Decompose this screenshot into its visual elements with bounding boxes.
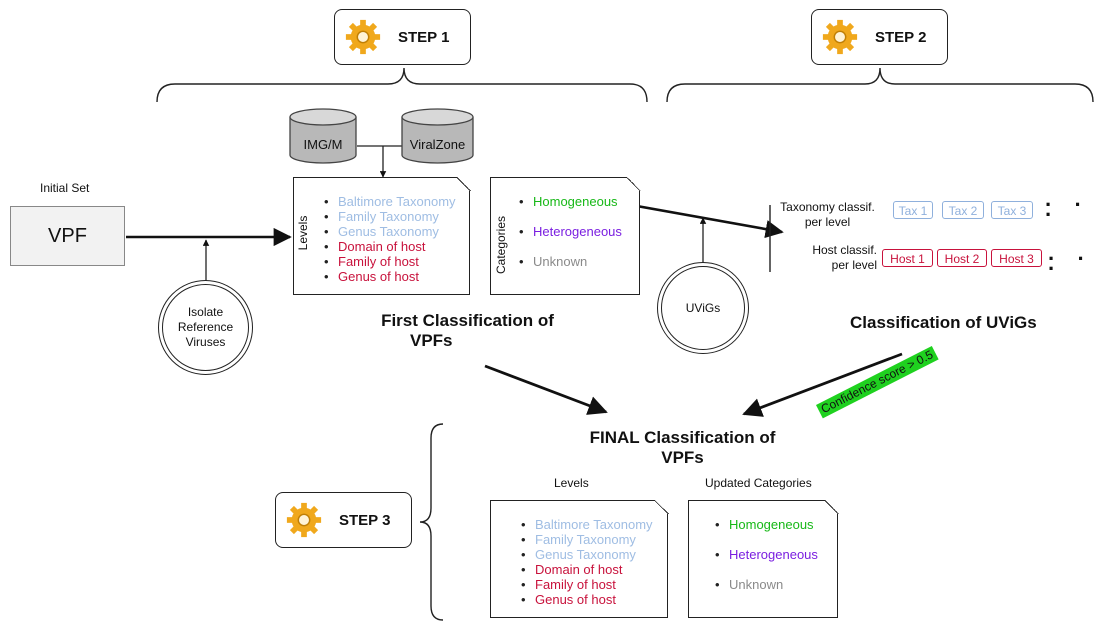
categories-document: Categories Homogeneous Heterogeneous Unk…: [490, 176, 641, 295]
step2-label: STEP 2: [875, 29, 927, 46]
taxonomy-classif-line: Taxonomy classif.: [780, 200, 875, 214]
host-tag: Host 3: [991, 249, 1042, 267]
level-item: Baltimore Taxonomy: [521, 517, 667, 532]
taxonomy-classif-label: Taxonomy classif. per level: [775, 200, 880, 230]
step3-box: STEP 3: [275, 492, 412, 548]
level-item: Genus Taxonomy: [324, 224, 469, 239]
category-item: Unknown: [715, 577, 837, 592]
level-item: Domain of host: [324, 239, 469, 254]
final-categories-document: Homogeneous Heterogeneous Unknown: [688, 499, 839, 618]
category-item: Homogeneous: [715, 517, 837, 532]
tax-tag: Tax 3: [991, 201, 1033, 219]
level-item: Family Taxonomy: [324, 209, 469, 224]
category-item: Heterogeneous: [519, 224, 639, 239]
first-to-final-arrow: [484, 364, 608, 415]
viralzone-database: ViralZone: [400, 107, 475, 165]
database-label: ViralZone: [409, 137, 466, 152]
host-tag: Host 1: [882, 249, 933, 267]
step3-label: STEP 3: [339, 512, 391, 529]
tax-ellipsis: · · ·: [1045, 192, 1090, 227]
first-classification-title: First Classification of VPFs: [345, 311, 590, 351]
vpf-label: VPF: [48, 224, 87, 247]
homogeneous-arrow: [619, 201, 784, 239]
host-ellipsis: · · ·: [1048, 246, 1093, 281]
host-classif-line: per level: [831, 258, 877, 272]
initial-set-caption: Initial Set: [40, 181, 90, 195]
level-item: Family Taxonomy: [521, 532, 667, 547]
database-icon: [401, 108, 474, 164]
final-classification-title: FINAL Classification of VPFs: [560, 428, 805, 468]
final-categories-list: Homogeneous Heterogeneous Unknown: [689, 501, 837, 592]
categories-list: Homogeneous Heterogeneous Unknown: [491, 178, 639, 269]
step1-label: STEP 1: [398, 29, 450, 46]
db-connector: [357, 145, 408, 177]
host-tag: Host 2: [937, 249, 987, 267]
levels-document: Levels Baltimore Taxonomy Family Taxonom…: [293, 176, 471, 295]
taxonomy-classif-line: per level: [804, 215, 851, 229]
isolate-reference-viruses-node: Isolate Reference Viruses: [158, 280, 253, 375]
levels-list: Baltimore Taxonomy Family Taxonomy Genus…: [294, 178, 469, 284]
level-item: Genus Taxonomy: [521, 547, 667, 562]
uvig-to-final-arrow: [742, 352, 903, 417]
step3-brace: [419, 423, 444, 621]
gear-icon: [822, 19, 858, 55]
category-item: Homogeneous: [519, 194, 639, 209]
final-categories-header: Updated Categories: [705, 476, 812, 490]
level-item: Genus of host: [521, 592, 667, 607]
step1-brace: [156, 67, 648, 103]
level-item: Genus of host: [324, 269, 469, 284]
vpf-box: VPF: [10, 206, 125, 266]
step2-brace: [666, 67, 1094, 103]
level-item: Domain of host: [521, 562, 667, 577]
uvigs-label: UViGs: [685, 300, 721, 315]
database-label: IMG/M: [303, 137, 343, 152]
categories-axis-label: Categories: [494, 215, 508, 275]
tax-tag: Tax 2: [942, 201, 984, 219]
level-item: Family of host: [521, 577, 667, 592]
category-item: Heterogeneous: [715, 547, 837, 562]
host-classif-label: Host classif. per level: [785, 243, 877, 273]
level-item: Baltimore Taxonomy: [324, 194, 469, 209]
uvigs-node: UViGs: [657, 262, 749, 354]
final-levels-header: Levels: [554, 476, 589, 490]
final-levels-document: Baltimore Taxonomy Family Taxonomy Genus…: [490, 499, 669, 618]
img-m-database: IMG/M: [288, 107, 358, 165]
database-icon: [289, 108, 357, 164]
level-item: Family of host: [324, 254, 469, 269]
gear-icon: [345, 19, 381, 55]
gear-icon: [286, 502, 322, 538]
step1-box: STEP 1: [334, 9, 471, 65]
isolate-line: Isolate: [187, 305, 224, 319]
category-item: Unknown: [519, 254, 639, 269]
title-line: First Classification of: [381, 311, 554, 330]
isolate-line: Reference: [177, 320, 234, 334]
tax-tag: Tax 1: [893, 201, 933, 219]
final-levels-list: Baltimore Taxonomy Family Taxonomy Genus…: [491, 501, 667, 607]
step2-box: STEP 2: [811, 9, 948, 65]
uvigs-classification-title: Classification of UViGs: [850, 313, 1037, 332]
levels-axis-label: Levels: [296, 215, 310, 251]
isolate-line: Viruses: [185, 335, 226, 349]
title-line: VPFs: [661, 448, 704, 467]
title-line: VPFs: [410, 331, 453, 350]
title-line: FINAL Classification of: [589, 428, 776, 447]
host-classif-line: Host classif.: [812, 243, 877, 257]
